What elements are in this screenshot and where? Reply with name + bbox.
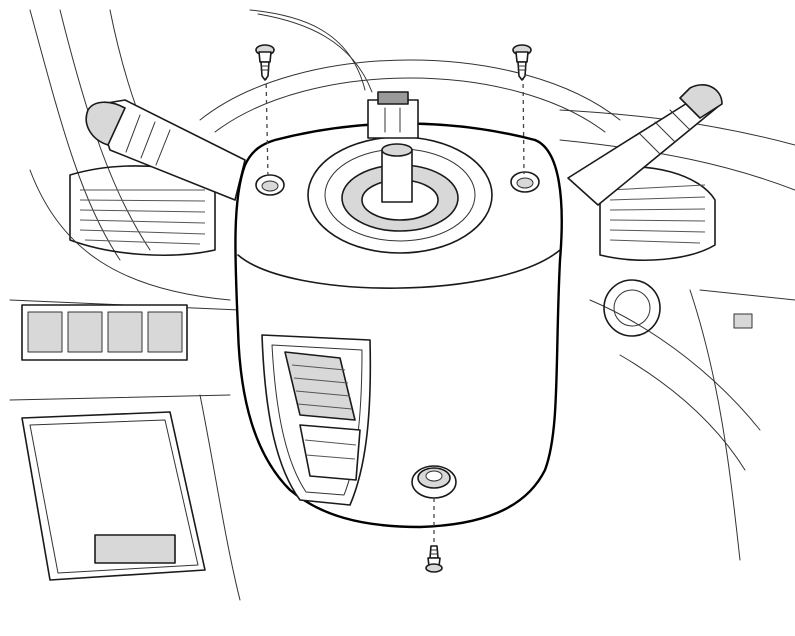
- left-switch-panel: [21, 304, 188, 361]
- screw-head-icon: [425, 563, 443, 573]
- steering-column-shroud: [234, 91, 563, 529]
- steering-shaft: [381, 149, 413, 203]
- clock-spring-connector: [367, 91, 419, 139]
- ignition-bezel: [603, 279, 661, 337]
- upper-left-screw: [255, 44, 275, 179]
- tilt-lever: [284, 351, 361, 481]
- right-vent-slats: [609, 184, 706, 244]
- lower-left-handle: [94, 534, 176, 564]
- upper-right-screw: [512, 44, 532, 175]
- left-combination-switch-stalk: [85, 99, 246, 201]
- left-vent-slats: [79, 189, 206, 245]
- right-combination-switch-stalk: [567, 84, 723, 206]
- dashboard-background: [9, 9, 795, 601]
- right-dash-switch: [733, 313, 753, 329]
- bottom-screw: [425, 498, 443, 573]
